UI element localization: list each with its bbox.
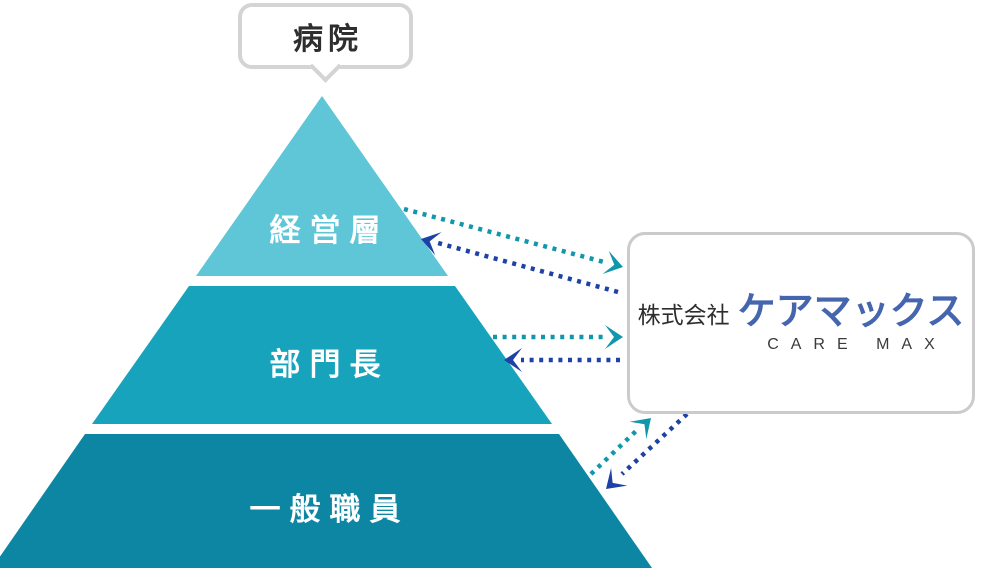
arrowhead-up-right-icon [629, 418, 651, 440]
pyramid-level-staff-shape [0, 434, 652, 568]
company-prefix: 株式会社 [637, 301, 730, 328]
arrowhead-down-left-icon [606, 467, 628, 489]
arrowhead-right-icon [605, 325, 623, 349]
arrows-depthead-company [493, 325, 623, 372]
arrow-company-to-management [437, 240, 619, 295]
arrowhead-left-icon [421, 232, 442, 256]
arrow-company-to-staff [620, 412, 689, 476]
company-name-block: ケアマックス CARE MAX [738, 293, 965, 354]
pyramid-level-management-shape [196, 96, 448, 276]
company-logo: 株式会社 ケアマックス CARE MAX [638, 293, 965, 354]
arrows-staff-company [589, 412, 689, 489]
hospital-callout: 病院 [238, 3, 413, 83]
pyramid-level-depthead-shape [92, 286, 552, 424]
arrows-management-company [403, 206, 623, 295]
company-card: 株式会社 ケアマックス CARE MAX [627, 232, 975, 414]
company-name-en: CARE MAX [767, 335, 947, 353]
company-name-jp: ケアマックス [737, 290, 965, 333]
arrow-staff-to-company [589, 429, 638, 476]
arrowhead-left-icon [504, 348, 522, 372]
arrowhead-right-icon [602, 250, 623, 275]
